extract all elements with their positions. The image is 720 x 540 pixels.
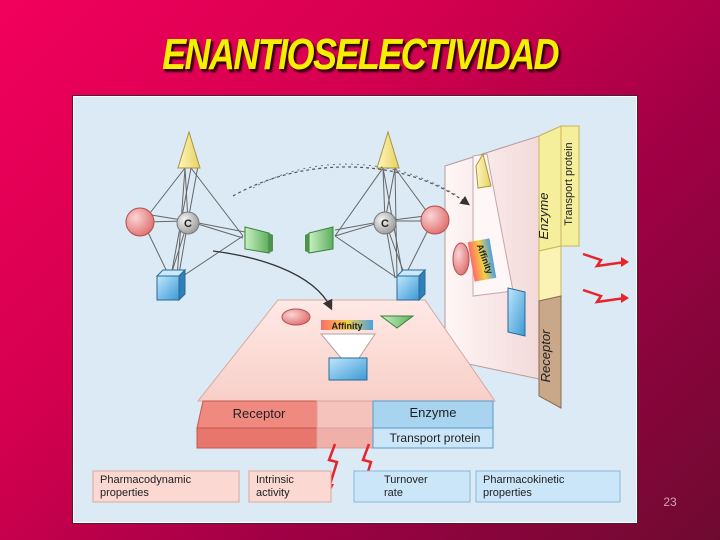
property-intrinsic-line2: activity — [256, 487, 290, 499]
right-blue-atom — [395, 268, 427, 302]
platform-blue-atom — [328, 357, 368, 381]
left-red-atom — [125, 207, 155, 237]
property-turnover-line2: rate — [384, 487, 403, 499]
enantioselectivity-diagram: Affinity Enzyme Transport protein Recept… — [74, 97, 636, 522]
lightning-right — [582, 252, 629, 304]
slide-title: ENANTIOSELECTIVIDAD — [162, 30, 559, 79]
wall-blue-slot — [507, 287, 526, 337]
property-pharmacodynamic-line2: properties — [100, 487, 149, 499]
left-carbon-atom — [176, 211, 200, 235]
left-yellow-atom — [177, 130, 201, 169]
right-carbon-atom — [373, 211, 397, 235]
platform-red-atom — [281, 308, 311, 326]
wall-affinity-badge — [467, 238, 497, 282]
right-enantiomer: C — [305, 130, 450, 302]
property-box-turnover: Turnover rate — [353, 470, 471, 503]
figure-panel: Affinity Enzyme Transport protein Recept… — [72, 95, 638, 524]
wall-label-enzyme: Enzyme — [536, 193, 551, 240]
property-pharmacokinetic-line2: properties — [483, 487, 532, 499]
right-red-atom — [420, 205, 450, 235]
property-pharmacodynamic-line1: Pharmacodynamic — [100, 474, 192, 486]
platform-affinity-label: Affinity — [332, 321, 363, 331]
property-box-intrinsic: Intrinsic activity — [248, 470, 332, 503]
binding-wall: Affinity Enzyme Transport protein Recept… — [444, 125, 580, 409]
platform-label-transport: Transport protein — [390, 431, 481, 445]
property-intrinsic-line1: Intrinsic — [256, 474, 294, 486]
right-carbon-label: C — [381, 218, 389, 230]
property-box-pharmacodynamic: Pharmacodynamic properties — [92, 470, 240, 503]
binding-platform: Receptor Enzyme Transport protein Affini… — [196, 299, 496, 449]
platform-label-receptor: Receptor — [233, 406, 286, 421]
arrow-dashed-top-flip — [252, 163, 459, 197]
property-pharmacokinetic-line1: Pharmacokinetic — [483, 474, 565, 486]
arrow-dashed-top — [232, 166, 470, 206]
property-box-pharmacokinetic: Pharmacokinetic properties — [475, 470, 621, 503]
platform-affinity-badge — [321, 320, 373, 330]
platform-green-atom — [379, 315, 415, 329]
left-carbon-label: C — [184, 218, 192, 230]
platform-label-enzyme: Enzyme — [410, 405, 457, 420]
wall-label-receptor: Receptor — [538, 329, 553, 382]
page-number: 23 — [663, 495, 677, 509]
pocket-red-atom — [452, 242, 470, 276]
pocket-cone — [475, 152, 492, 189]
property-turnover-line1: Turnover — [384, 474, 428, 486]
arrow-to-platform — [212, 250, 333, 311]
left-enantiomer: C — [125, 130, 273, 302]
left-blue-atom — [155, 268, 187, 302]
wall-label-transport: Transport protein — [563, 142, 575, 225]
